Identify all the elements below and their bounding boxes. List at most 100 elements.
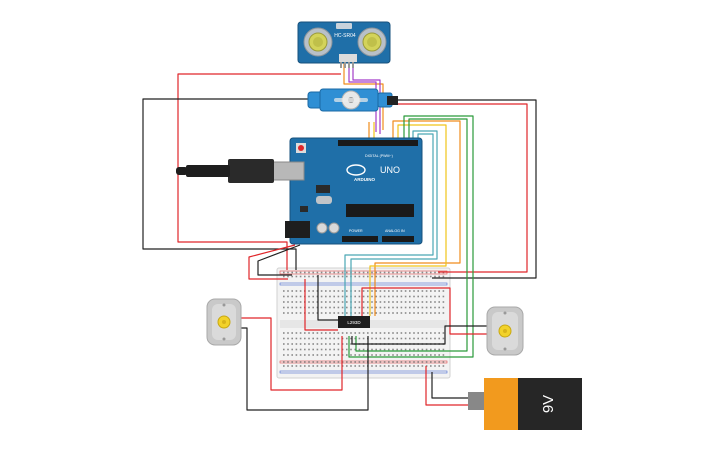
breadboard-hole (325, 271, 327, 274)
breadboard-hole (299, 306, 302, 309)
breadboard-hole (383, 348, 386, 351)
breadboard-hole (299, 365, 302, 367)
breadboard-hole (308, 365, 310, 367)
breadboard-hole (434, 354, 436, 356)
wire-yellow[interactable] (369, 124, 447, 316)
breadboard-hole (346, 354, 348, 356)
breadboard-hole (383, 275, 386, 278)
breadboard-hole (404, 275, 407, 278)
breadboard-hole (287, 271, 289, 274)
breadboard-hole (333, 271, 335, 274)
breadboard-hole (304, 271, 306, 274)
breadboard-hole (383, 312, 386, 314)
breadboard-hole (354, 354, 356, 356)
wire-red[interactable] (304, 279, 338, 331)
sensor-model-label: HC-SR04 (334, 33, 356, 39)
breadboard-hole (421, 301, 424, 303)
breadboard-hole (329, 354, 331, 356)
wire-red[interactable] (425, 366, 468, 406)
breadboard-hole (346, 332, 348, 334)
breadboard-hole (299, 295, 302, 298)
breadboard-hole (299, 361, 302, 363)
breadboard-hole (430, 365, 432, 367)
wire-black[interactable] (351, 325, 487, 345)
breadboard-hole (358, 312, 361, 314)
breadboard-hole (400, 295, 403, 298)
breadboard-hole (371, 290, 373, 292)
breadboard-hole (362, 348, 365, 351)
wire-red[interactable] (361, 287, 487, 335)
wire-black[interactable] (398, 99, 537, 279)
breadboard-hole (379, 306, 382, 309)
breadboard-hole (308, 275, 310, 278)
breadboard-hole (337, 337, 340, 340)
breadboard-hole (350, 365, 352, 367)
breadboard-hole (358, 295, 361, 298)
breadboard-hole (383, 290, 386, 292)
breadboard-hole (425, 295, 428, 298)
wire-green[interactable] (355, 118, 468, 352)
breadboard-hole (325, 275, 327, 278)
wire-black[interactable] (431, 372, 468, 399)
motor-driver-ic[interactable]: L293D (338, 316, 370, 328)
power-jack (285, 221, 310, 238)
wire-red[interactable] (248, 244, 296, 280)
wire-green[interactable] (348, 115, 474, 358)
breadboard-hole (375, 361, 377, 363)
wire-teal[interactable] (350, 130, 438, 316)
arduino-uno[interactable]: ARDUINO UNO DIGITAL (PWM~) POWER ANALOG … (176, 137, 423, 245)
wire-black[interactable] (142, 98, 308, 270)
breadboard-hole (333, 348, 335, 351)
breadboard-hole (388, 337, 390, 340)
breadboard-hole (438, 295, 440, 298)
breadboard-hole (341, 295, 344, 298)
breadboard-hole (329, 306, 331, 309)
breadboard-hole (371, 365, 373, 367)
breadboard-hole (346, 275, 348, 278)
breadboard-hole (367, 306, 369, 309)
wire-red[interactable] (240, 317, 343, 391)
breadboard-holes (283, 271, 445, 367)
wire-teal[interactable] (344, 133, 434, 316)
breadboard-hole (320, 295, 323, 298)
breadboard-hole (409, 365, 411, 367)
servo-motor[interactable] (307, 88, 398, 112)
breadboard-hole (425, 348, 428, 351)
battery-9v[interactable]: 9V (468, 378, 582, 430)
breadboard-hole (404, 301, 407, 303)
wire-red[interactable] (177, 73, 341, 270)
breadboard-hole (287, 275, 289, 278)
breadboard-hole (371, 301, 373, 303)
breadboard-hole (400, 301, 403, 303)
reset-button[interactable] (298, 145, 304, 151)
breadboard-hole (371, 275, 373, 278)
ultrasonic-sensor[interactable]: HC-SR04 (297, 21, 391, 68)
breadboard-hole (375, 337, 377, 340)
breadboard-hole (421, 337, 424, 340)
wire-black[interactable] (240, 327, 369, 411)
breadboard-hole (438, 275, 440, 278)
breadboard-hole (316, 343, 319, 345)
dc-motor-left[interactable] (206, 298, 242, 346)
breadboard-hole (421, 275, 424, 278)
wire-orange[interactable] (374, 120, 461, 316)
breadboard-hole (308, 271, 310, 274)
breadboard-hole (396, 275, 398, 278)
breadboard-hole (421, 306, 424, 309)
wire-black[interactable] (257, 244, 301, 276)
dc-motor-right[interactable] (486, 306, 524, 356)
breadboard-hole (333, 275, 335, 278)
breadboard-hole (438, 290, 440, 292)
breadboard-hole (337, 295, 340, 298)
breadboard-hole (295, 275, 298, 278)
breadboard-hole (308, 348, 310, 351)
breadboard-hole (320, 361, 323, 363)
breadboard-hole (283, 290, 285, 292)
wire-red[interactable] (398, 103, 528, 273)
breadboard-hole (333, 361, 335, 363)
breadboard-hole (325, 361, 327, 363)
breadboard-hole (295, 312, 298, 314)
wire-black[interactable] (317, 275, 338, 321)
breadboard-hole (283, 348, 285, 351)
breadboard-hole (295, 306, 298, 309)
